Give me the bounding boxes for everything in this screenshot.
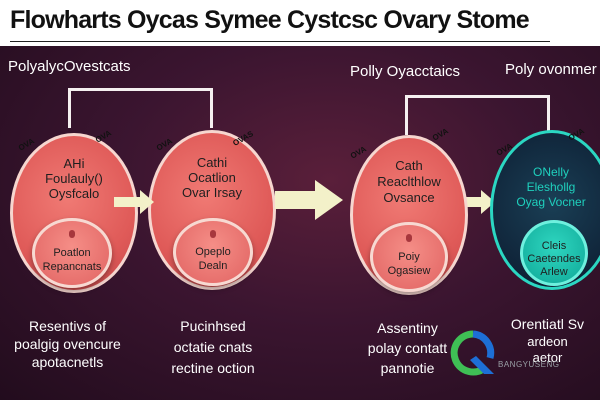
flow-arrow-icon: [114, 190, 154, 214]
node-1-outer-line-3: Oysfcalo: [48, 186, 100, 201]
logo-text: BANGYUSENG: [498, 360, 560, 369]
node-2-outer-line-2: Ocatlion: [188, 170, 236, 185]
caption-4-line-2: ardeon: [527, 334, 568, 349]
caption-1-line-3: apotacnetls: [31, 354, 104, 370]
node-4-inner-line-3: Arlew: [540, 266, 568, 278]
node-2-inner-line-2: Dealn: [198, 260, 228, 272]
node-3-outer-line-1: Cath: [395, 158, 423, 173]
node-4-outer-line-1: ONelly: [532, 165, 569, 179]
node-4-inner-line-2: Caetendes: [527, 253, 581, 265]
title-underline: [10, 41, 550, 42]
node-2-inner: [173, 218, 253, 286]
node-3-outer-line-3: Ovsance: [383, 190, 435, 205]
node-1-outer-line-1: AHi: [63, 156, 85, 171]
node-4-inner-line-1: Cleis: [541, 240, 567, 252]
heading-top-left: PolyalycOvestcats: [8, 58, 131, 75]
node-1-inner-line-1: Poatlon: [53, 247, 91, 259]
caption-1-line-1: Resentivs of: [28, 318, 107, 334]
node-3-inner: [370, 222, 448, 292]
node-1-marker-icon: [69, 230, 75, 238]
flow-arrow-small-icon: [455, 190, 495, 214]
node-2-marker-icon: [210, 230, 216, 238]
title-bar: Flowharts Oycas Symee Cystcsc Ovary Stom…: [0, 0, 600, 46]
node-4-outer-line-3: Oyag Vocner: [516, 195, 586, 209]
node-3-inner-line-1: Poiy: [398, 251, 420, 263]
caption-3-line-3: pannotie: [380, 360, 435, 376]
heading-top-right: Poly ovonmer: [505, 61, 597, 78]
node-1-inner: [32, 218, 112, 288]
connector-bracket-left: [68, 88, 213, 128]
diagram-title: Flowharts Oycas Symee Cystcsc Ovary Stom…: [10, 6, 530, 34]
node-1-outer-line-2: Foulauly(): [45, 171, 103, 186]
caption-2-line-1: Pucinhsed: [180, 318, 246, 334]
node-2-inner-line-1: Opeplo: [195, 246, 231, 258]
heading-top-mid: Polly Oyacctaics: [350, 63, 461, 80]
caption-2-line-2: octatie cnats: [173, 339, 253, 355]
node-3-marker-icon: [406, 234, 412, 242]
node-4-outer-line-2: Eleshollg: [526, 180, 576, 194]
caption-3-line-1: Assentiny: [377, 320, 438, 336]
connector-bracket-right: [405, 95, 550, 135]
node-3-inner-line-2: Ogasiew: [387, 265, 431, 277]
node-2-outer-line-3: Ovar Irsay: [182, 185, 242, 200]
caption-4-line-3: aetor: [532, 350, 563, 365]
node-3-outer-line-2: Reaclthlow: [377, 174, 441, 189]
logo-q-icon: [450, 330, 495, 376]
caption-1-line-2: poalgig ovencure: [14, 336, 121, 352]
caption-2-line-3: rectine oction: [171, 360, 255, 376]
node-2-outer-line-1: Cathi: [196, 155, 228, 170]
caption-3-line-2: polay contatt: [367, 340, 448, 356]
watermark-logo: BANGYUSENG: [450, 330, 570, 376]
node-4-inner: [520, 220, 588, 286]
caption-4-line-1: Orentiatl Sv: [510, 316, 585, 332]
flow-arrow-big-icon: [275, 180, 343, 220]
node-1-inner-line-2: Repancnats: [42, 261, 102, 273]
